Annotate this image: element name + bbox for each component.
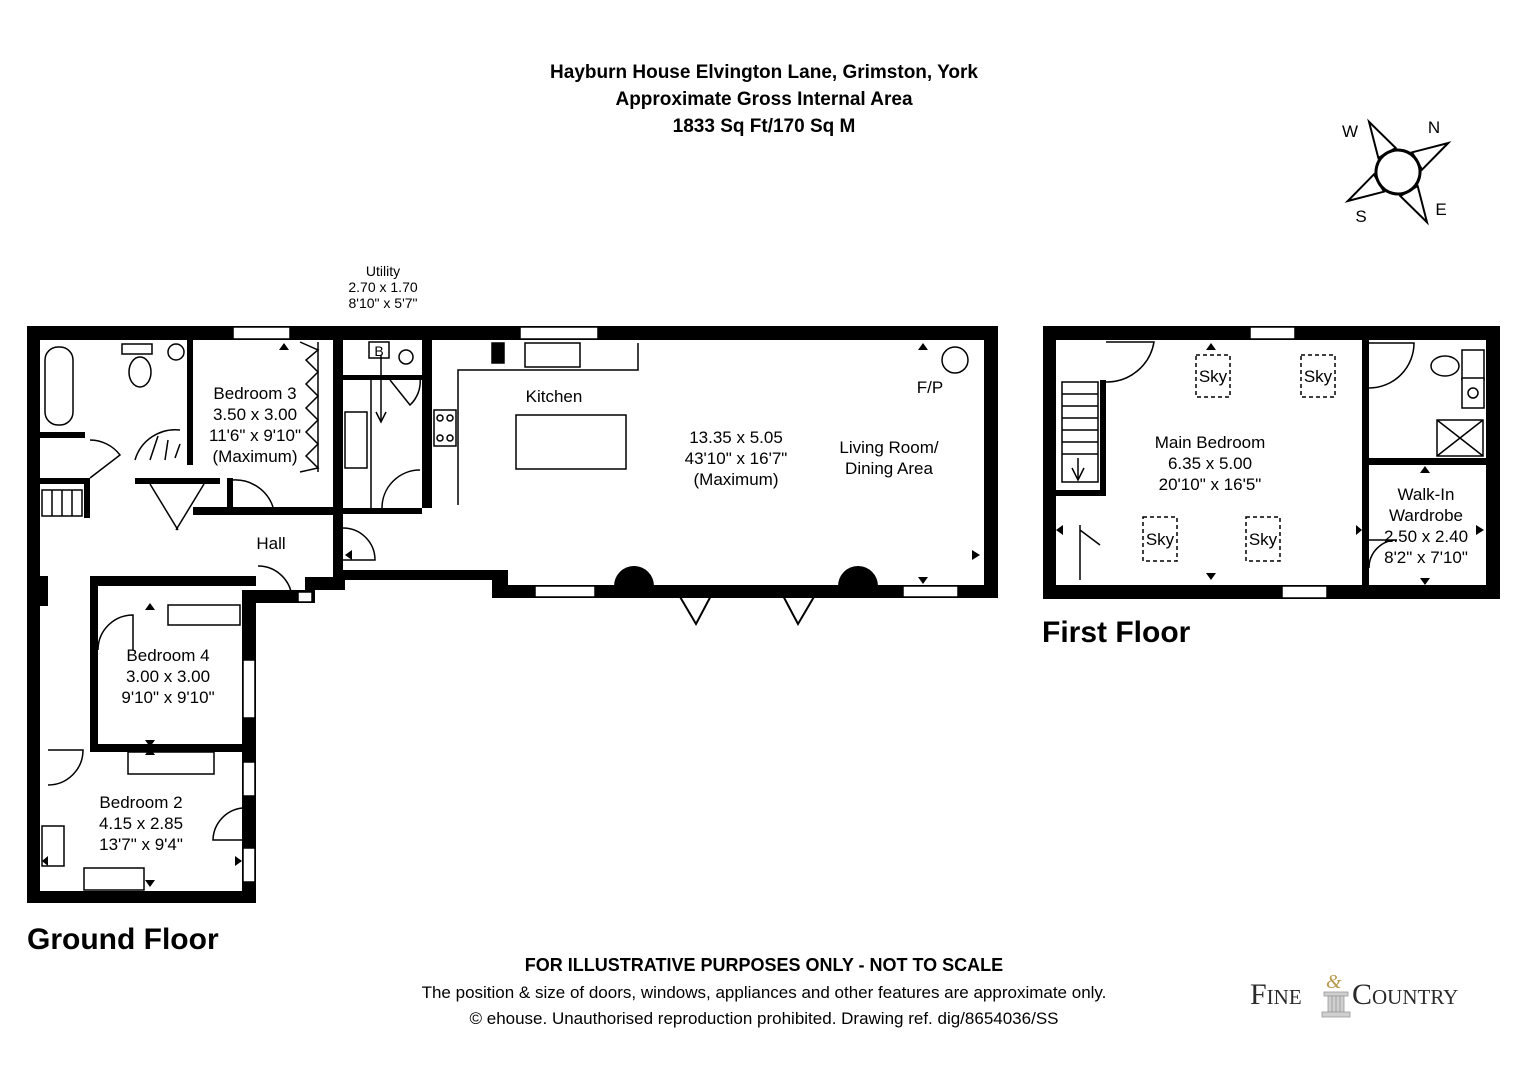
boiler-label: B [374, 343, 383, 359]
living-name-line2: Dining Area [845, 459, 933, 478]
ground-internal-walls [40, 340, 432, 752]
property-address: Hayburn House Elvington Lane, Grimston, … [550, 62, 978, 83]
kitchen-name: Kitchen [526, 387, 583, 406]
compass-icon [1344, 118, 1452, 226]
bedroom2-imperial: 13'7" x 9'4" [99, 835, 183, 854]
walkin-name-line2: Wardrobe [1389, 506, 1463, 525]
compass-s: S [1355, 207, 1366, 226]
bedroom3-name: Bedroom 3 [213, 384, 296, 403]
living-name-line1: Living Room/ [839, 438, 938, 457]
walkin-imperial: 8'2" x 7'10" [1384, 548, 1468, 567]
skylight-2: Sky [1304, 367, 1333, 386]
main-bedroom-metric: 6.35 x 5.00 [1168, 454, 1252, 473]
skylight-3: Sky [1146, 530, 1175, 549]
skylight-1: Sky [1199, 367, 1228, 386]
living-note: (Maximum) [694, 470, 779, 489]
bedroom2-name: Bedroom 2 [99, 793, 182, 812]
hall-name: Hall [256, 534, 285, 553]
bedroom3-note: (Maximum) [213, 447, 298, 466]
ground-floor-plan [27, 326, 998, 903]
column-icon [1321, 991, 1351, 1018]
walkin-name-line1: Walk-In [1398, 485, 1455, 504]
disclaimer-heading: FOR ILLUSTRATIVE PURPOSES ONLY - NOT TO … [524, 955, 1004, 975]
main-bedroom-imperial: 20'10" x 16'5" [1159, 475, 1262, 494]
logo-word-country: Country [1352, 978, 1458, 1011]
walkin-metric: 2.50 x 2.40 [1384, 527, 1468, 546]
fireplace-label: F/P [917, 378, 943, 397]
first-floor-label: First Floor [1042, 616, 1191, 649]
first-floor-plan [1043, 326, 1500, 599]
bedroom4-imperial: 9'10" x 9'10" [121, 688, 214, 707]
living-metric: 13.35 x 5.05 [689, 428, 783, 447]
bedroom3-metric: 3.50 x 3.00 [213, 405, 297, 424]
bedroom2-metric: 4.15 x 2.85 [99, 814, 183, 833]
disclaimer-note: The position & size of doors, windows, a… [421, 983, 1107, 1002]
ground-door-swings [47, 377, 421, 841]
area-value: 1833 Sq Ft/170 Sq M [672, 116, 856, 137]
logo-word-fine: Fine [1250, 978, 1302, 1011]
skylight-4: Sky [1249, 530, 1278, 549]
copyright-line: © ehouse. Unauthorised reproduction proh… [469, 1009, 1059, 1028]
ground-fixtures [41, 341, 969, 891]
bedroom4-name: Bedroom 4 [126, 646, 209, 665]
living-imperial: 43'10" x 16'7" [685, 449, 788, 468]
bedroom4-metric: 3.00 x 3.00 [126, 667, 210, 686]
ground-floor-label: Ground Floor [27, 923, 219, 956]
area-title: Approximate Gross Internal Area [615, 89, 913, 110]
utility-name: Utility [366, 263, 400, 279]
compass-e: E [1435, 200, 1446, 219]
compass-w: W [1342, 122, 1358, 141]
utility-metric: 2.70 x 1.70 [348, 279, 417, 295]
ground-windows [232, 326, 959, 883]
compass-n: N [1428, 118, 1440, 137]
logo-ampersand: & [1326, 972, 1342, 993]
main-bedroom-name: Main Bedroom [1155, 433, 1266, 452]
utility-imperial: 8'10" x 5'7" [349, 295, 418, 311]
fine-country-logo: Fine & Country [1250, 972, 1458, 1018]
bedroom3-imperial: 11'6" x 9'10" [209, 426, 301, 445]
